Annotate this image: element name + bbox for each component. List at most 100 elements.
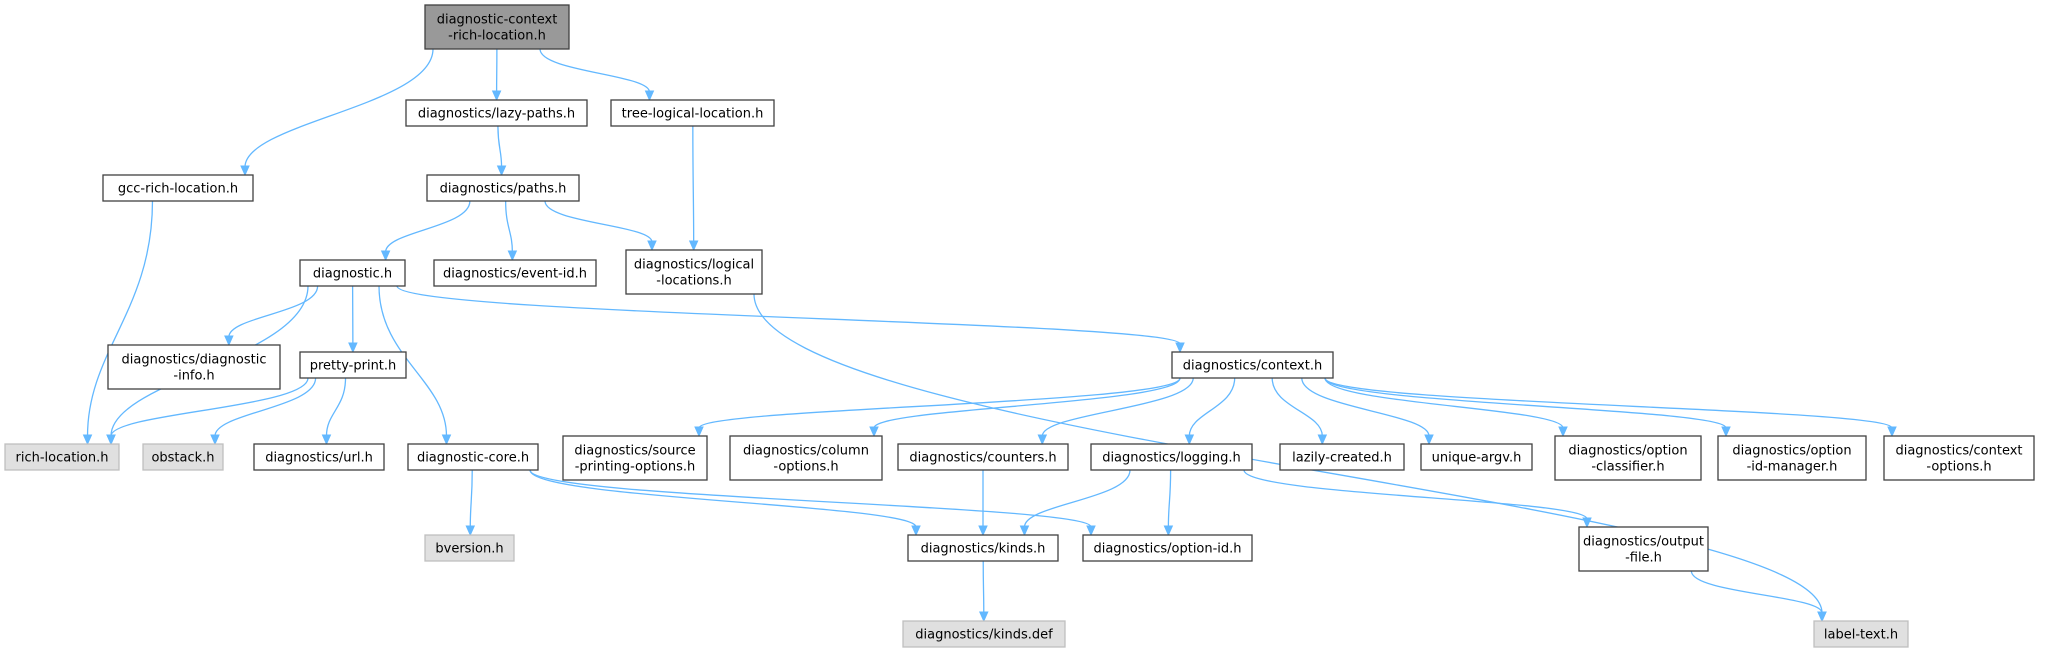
node-label: diagnostics/context [1895, 444, 2022, 459]
node-label: diagnostics/output [1583, 535, 1704, 550]
node-label: diagnostics/lazy-paths.h [418, 107, 575, 122]
node-context-h[interactable]: diagnostics/context.h [1171, 351, 1334, 379]
edge-arrowhead [1175, 342, 1185, 354]
node-box [1717, 435, 1867, 481]
edge-line [228, 285, 319, 338]
node-url-h[interactable]: diagnostics/url.h [253, 443, 385, 471]
edge-line [539, 48, 651, 93]
edge-line [544, 200, 653, 243]
node-counters[interactable]: diagnostics/counters.h [897, 443, 1069, 471]
edge-line [698, 377, 1181, 429]
edge-diag_core-to-bversion [465, 469, 476, 537]
node-logging[interactable]: diagnostics/logging.h [1090, 443, 1253, 471]
node-label: -printing-options.h [575, 460, 696, 475]
edge-context_h-to-logging [1184, 377, 1236, 446]
node-box [1171, 351, 1334, 379]
edge-arrowhead [694, 426, 704, 438]
graph-nodes: diagnostic-context-rich-location.h gcc-ri… [4, 4, 2035, 648]
edge-arrowhead [869, 426, 879, 438]
edge-root-to-gcc_rich [240, 48, 434, 177]
node-diagnostic-h[interactable]: diagnostic.h [299, 259, 406, 287]
node-label: diagnostic-context [437, 13, 558, 28]
node-box [142, 443, 224, 471]
node-box [729, 435, 883, 481]
edge-line [692, 125, 695, 243]
node-label: diagnostics/logging.h [1102, 451, 1241, 466]
node-kinds-def: diagnostics/kinds.def [902, 620, 1066, 648]
node-lazily-created[interactable]: lazily-created.h [1279, 443, 1405, 471]
node-label: diagnostics/column [743, 444, 869, 459]
node-event-id[interactable]: diagnostics/event-id.h [433, 259, 597, 287]
edge-line [497, 125, 503, 168]
edge-line [1167, 469, 1172, 528]
edge-arrowhead [106, 434, 116, 446]
edge-line [469, 469, 473, 528]
node-column-options[interactable]: diagnostics/column-options.h [729, 435, 883, 481]
node-obstack: obstack.h [142, 443, 224, 471]
node-label: -locations.h [656, 274, 731, 289]
edge-arrowhead [1582, 517, 1592, 529]
node-pretty-print[interactable]: pretty-print.h [299, 351, 407, 379]
node-box [1082, 534, 1253, 562]
node-kinds-h[interactable]: diagnostics/kinds.h [907, 534, 1059, 562]
edge-context_h-to-counters [1037, 377, 1194, 446]
node-label: -id-manager.h [1747, 460, 1838, 475]
edge-arrowhead [644, 90, 655, 102]
node-label: obstack.h [151, 451, 214, 466]
node-root[interactable]: diagnostic-context-rich-location.h [424, 4, 570, 50]
edge-line [1301, 377, 1430, 437]
node-label: -info.h [173, 369, 214, 384]
node-option-classifier[interactable]: diagnostics/option-classifier.h [1554, 435, 1702, 481]
edge-pretty_print-to-rich_location [106, 377, 309, 446]
node-tree-logical[interactable]: tree-logical-location.h [610, 99, 775, 127]
node-box [610, 99, 775, 127]
node-label: tree-logical-location.h [622, 107, 764, 122]
edge-logging-to-kinds_h [1019, 469, 1131, 537]
edge-arrowhead [321, 434, 332, 446]
node-unique-argv[interactable]: unique-argv.h [1420, 443, 1533, 471]
edge-line [214, 377, 317, 437]
node-label: diagnostics/logical [634, 258, 754, 273]
edge-gcc_rich-to-rich_location [82, 200, 154, 446]
node-label: -rich-location.h [448, 29, 546, 44]
edge-line [504, 200, 514, 253]
edge-diagnostic_h-to-diag_core [378, 285, 452, 446]
edge-pretty_print-to-obstack [210, 377, 317, 446]
node-box [897, 443, 1069, 471]
node-paths[interactable]: diagnostics/paths.h [426, 174, 580, 202]
node-box [625, 249, 763, 295]
node-output-file[interactable]: diagnostics/output-file.h [1578, 526, 1709, 572]
edge-arrowhead [224, 335, 234, 347]
node-diag-core[interactable]: diagnostic-core.h [407, 443, 539, 471]
edge-pretty_print-to-url_h [321, 377, 347, 446]
edge-context_h-to-lazily_created [1271, 377, 1328, 446]
edge-arrowhead [1184, 434, 1195, 446]
node-box [1554, 435, 1702, 481]
node-source-printing[interactable]: diagnostics/source-printing-options.h [562, 435, 708, 481]
edge-diag_core-to-option_id [529, 469, 1096, 537]
node-option-id-manager[interactable]: diagnostics/option-id-manager.h [1717, 435, 1867, 481]
node-label: diagnostics/event-id.h [443, 267, 587, 282]
edge-arrowhead [496, 165, 507, 177]
edge-arrowhead [465, 525, 476, 537]
node-label: -options.h [773, 460, 838, 475]
node-diag-info[interactable]: diagnostics/diagnostic-info.h [107, 344, 281, 390]
node-label: -classifier.h [1591, 460, 1664, 475]
node-gcc-rich[interactable]: gcc-rich-location.h [102, 174, 254, 202]
node-logical-locations[interactable]: diagnostics/logical-locations.h [625, 249, 763, 295]
node-lazy-paths[interactable]: diagnostics/lazy-paths.h [405, 99, 588, 127]
node-box [1279, 443, 1405, 471]
node-label-text: label-text.h [1813, 620, 1909, 648]
node-box [1420, 443, 1533, 471]
edge-line [982, 560, 985, 614]
edge-arrowhead [1317, 434, 1328, 446]
node-box [424, 4, 570, 50]
node-context-options[interactable]: diagnostics/context-options.h [1883, 435, 2035, 481]
node-option-id[interactable]: diagnostics/option-id.h [1082, 534, 1253, 562]
node-box [299, 351, 407, 379]
edge-arrowhead [1037, 434, 1048, 446]
node-box [902, 620, 1066, 648]
node-label: diagnostic.h [313, 267, 392, 282]
edge-tree_logical-to-logical_locations [688, 125, 699, 252]
node-box [1813, 620, 1909, 648]
